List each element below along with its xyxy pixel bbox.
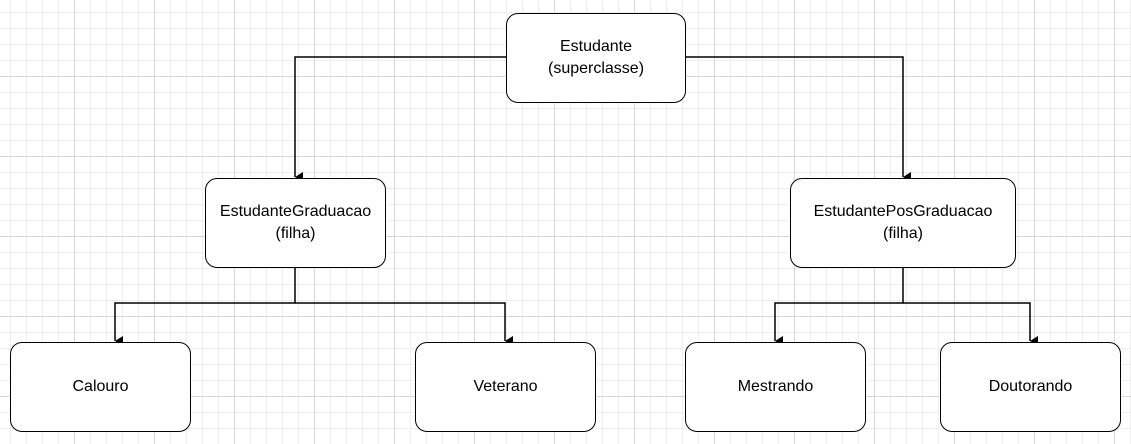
node-mestrando-label: Mestrando [737,378,814,395]
node-mestrando[interactable]: Mestrando [685,342,866,432]
node-calouro[interactable]: Calouro [10,342,191,432]
node-estudante-pos-graduacao[interactable]: EstudantePosGraduacao (filha) [790,178,1016,268]
node-doutorando[interactable]: Doutorando [940,342,1121,432]
node-doutorando-label: Doutorando [988,378,1073,395]
node-estudante-pos-graduacao-name: EstudantePosGraduacao [813,203,993,220]
node-veterano[interactable]: Veterano [415,342,596,432]
node-estudante-graduacao-name: EstudanteGraduacao [219,203,372,220]
node-estudante-pos-graduacao-note: (filha) [882,225,923,242]
node-calouro-label: Calouro [72,378,129,395]
edge-root-to-graduacao [294,56,507,182]
edge-pos-graduacao-to-mestrando [774,267,904,346]
edge-root-to-pos-graduacao [685,56,911,182]
node-veterano-label: Veterano [473,378,538,395]
node-estudante-graduacao[interactable]: EstudanteGraduacao (filha) [205,178,386,268]
node-estudante-note: (superclasse) [547,60,645,77]
edge-graduacao-to-veterano [295,302,513,346]
node-estudante[interactable]: Estudante (superclasse) [506,13,686,103]
edge-pos-graduacao-to-doutorando [903,302,1038,346]
node-estudante-name: Estudante [559,38,633,55]
edge-graduacao-to-calouro [114,267,296,346]
node-estudante-graduacao-note: (filha) [275,225,316,242]
